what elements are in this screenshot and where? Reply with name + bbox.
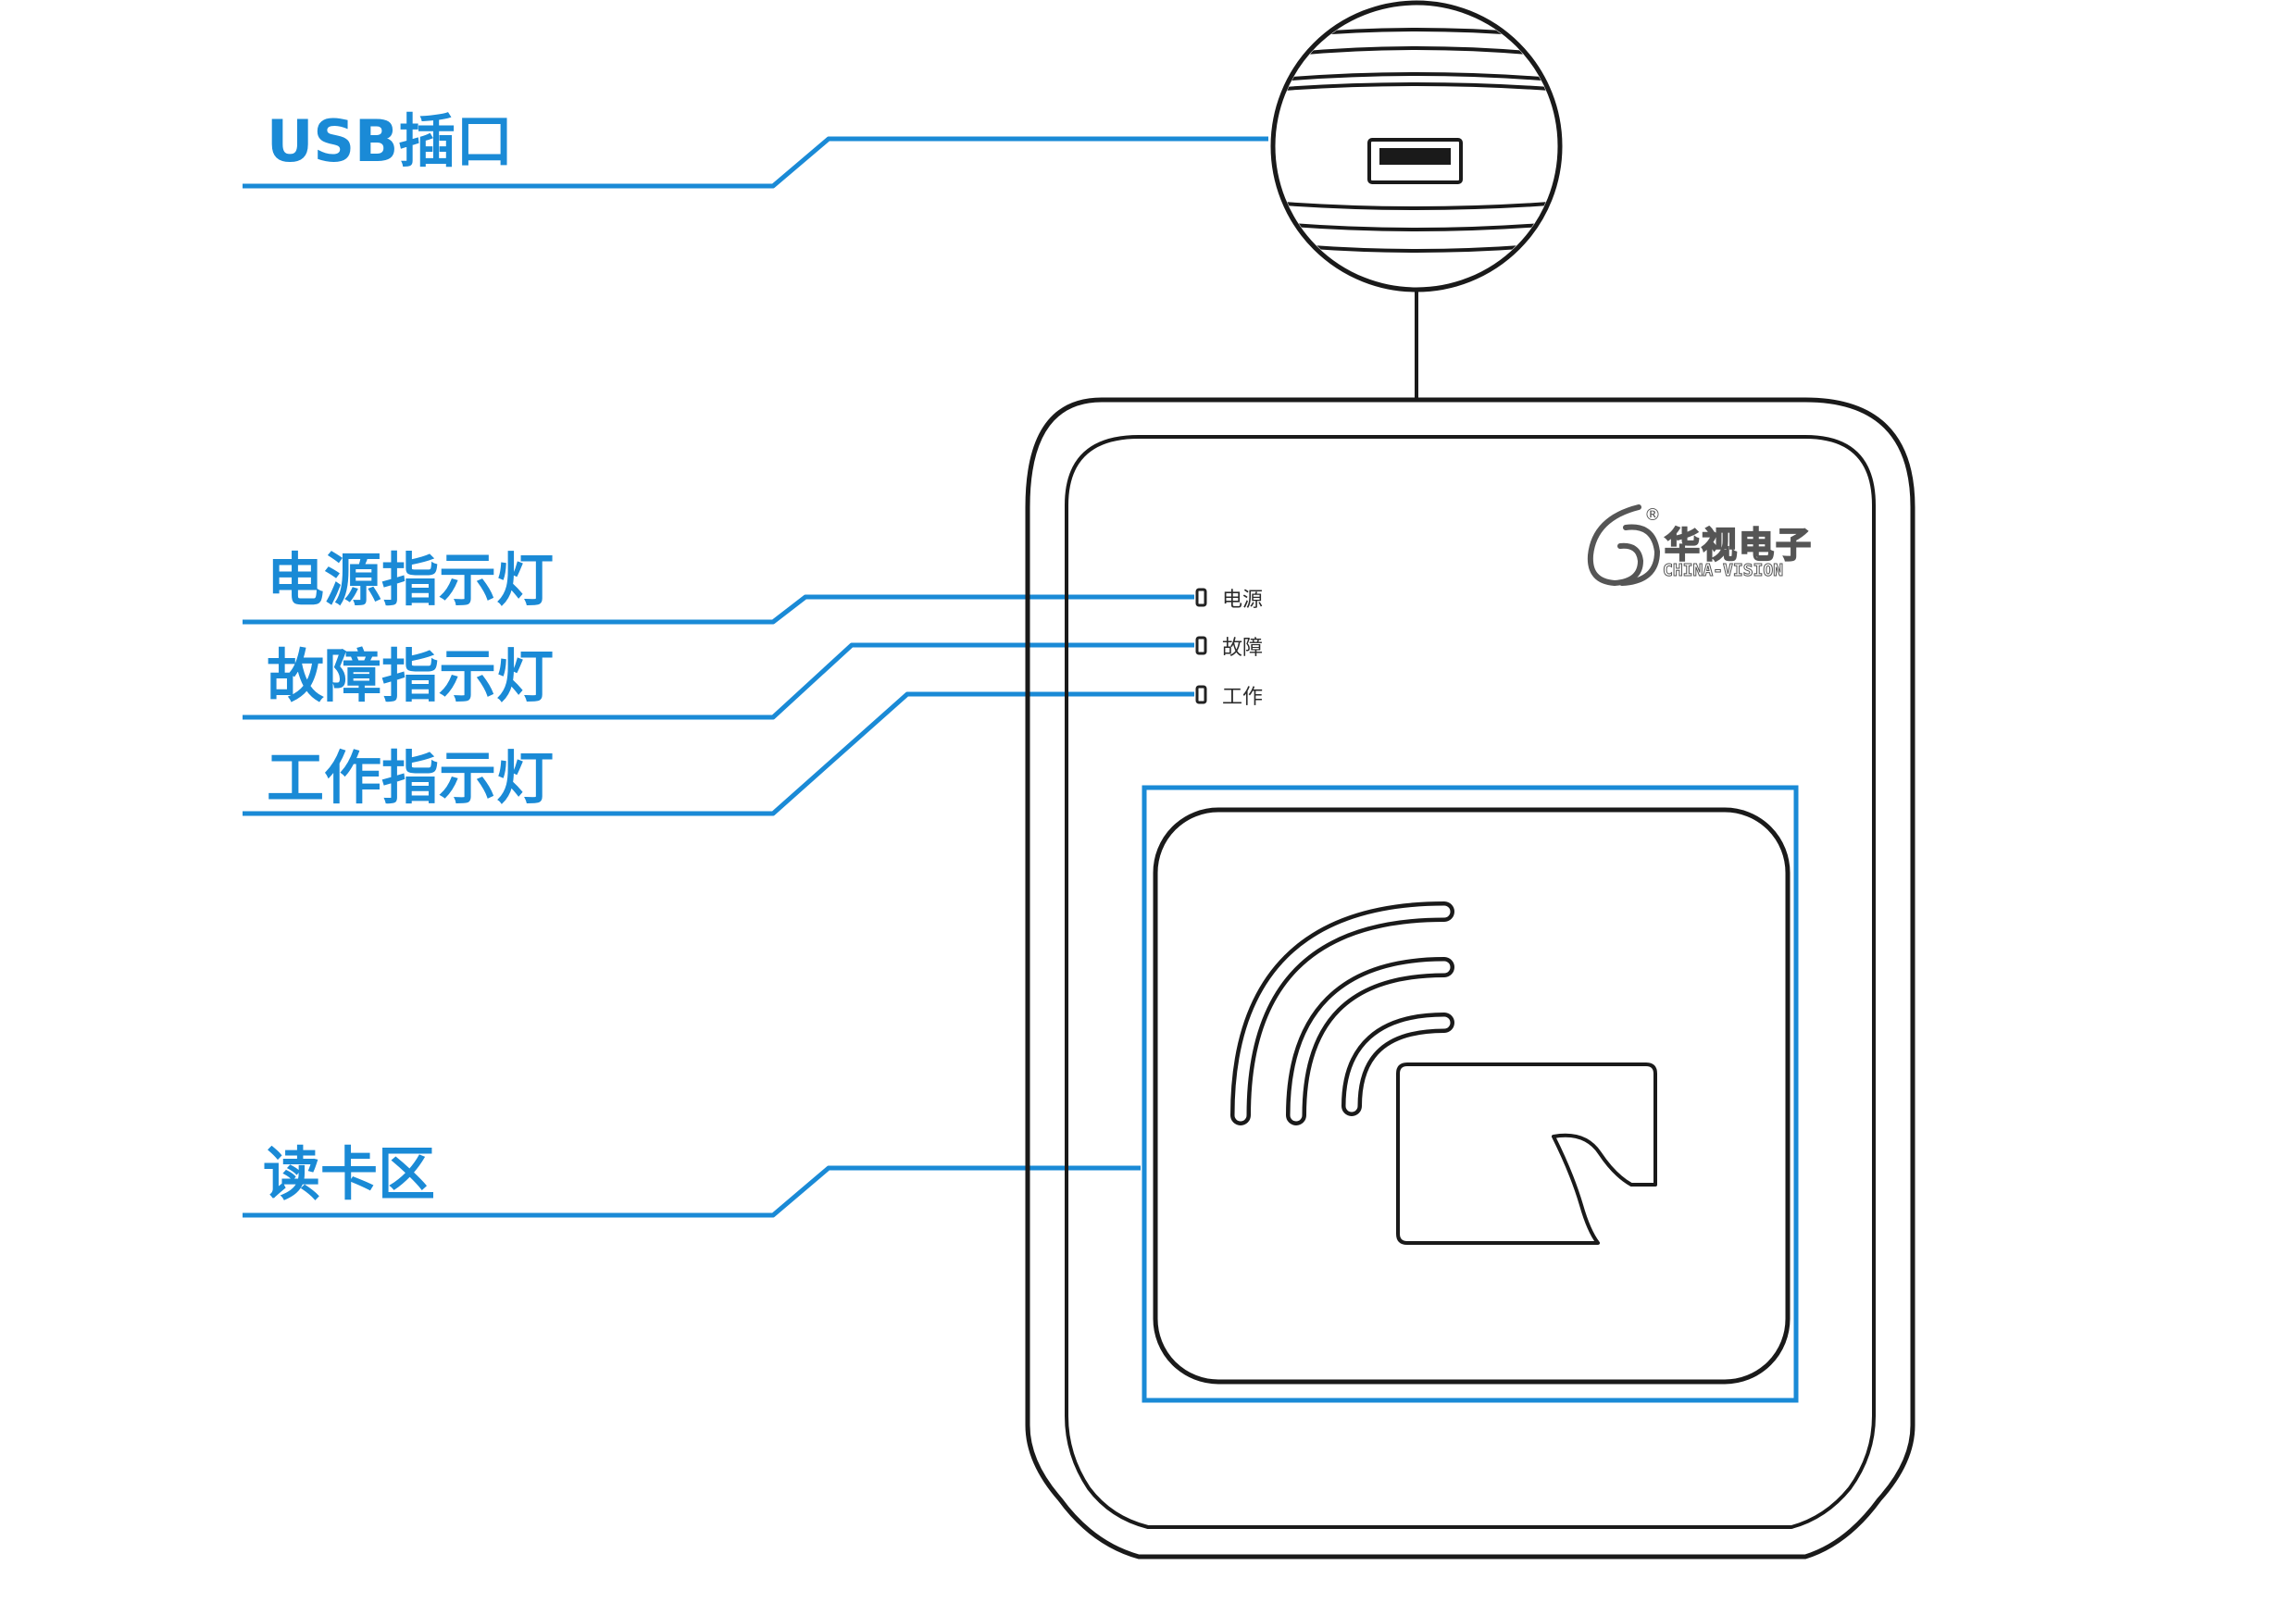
brand-logo-icon — [1587, 504, 1661, 586]
card-area-highlight-frame — [1142, 785, 1799, 1403]
brand-registered-mark: ® — [1644, 505, 1661, 525]
usb-callout-label: USB插口 — [267, 107, 513, 175]
usb-detail-edge — [1276, 220, 1557, 231]
fault-led — [1195, 636, 1207, 655]
card-area-callout-label: 读卡区 — [263, 1140, 435, 1208]
card-reader-device — [1025, 397, 1915, 1560]
device-outer-shell — [1025, 397, 1915, 1560]
brand-logo: ® 华视电子 CHINA-VISION — [1587, 504, 1813, 586]
power-led — [1195, 588, 1207, 607]
usb-detail-circle — [1270, 0, 1563, 292]
fault-led-callout-line — [243, 642, 1194, 720]
power-led-callout-label: 电源指示灯 — [267, 546, 554, 614]
power-led-callout-line — [243, 594, 1194, 625]
work-led — [1195, 685, 1207, 704]
work-led-callout-label: 工作指示灯 — [267, 744, 554, 812]
brand-name-cn: 华视电子 — [1665, 525, 1813, 565]
callout-group — [243, 136, 1268, 1218]
work-led-callout-line — [243, 691, 1194, 816]
usb-detail-edge — [1276, 28, 1557, 41]
usb-detail-edge — [1276, 72, 1557, 83]
usb-detail-edge — [1276, 200, 1557, 210]
led-indicators: 电源 故障 工作 — [1195, 588, 1263, 709]
card-reading-area — [1142, 785, 1799, 1403]
power-led-label: 电源 — [1222, 589, 1263, 612]
card-area-callout-line — [243, 1165, 1141, 1218]
usb-port-detail — [1270, 0, 1563, 400]
id-card-icon — [1396, 1062, 1657, 1245]
card-area-pad — [1153, 807, 1791, 1385]
fault-led-callout-label: 故障指示灯 — [267, 642, 554, 710]
work-led-label: 工作 — [1222, 686, 1263, 709]
usb-detail-edge — [1276, 82, 1557, 93]
brand-name-en: CHINA-VISION — [1663, 561, 1783, 580]
fault-led-label: 故障 — [1222, 637, 1263, 660]
contactless-waves-icon — [1230, 901, 1454, 1125]
usb-detail-edge — [1276, 241, 1557, 253]
usb-port-icon — [1367, 138, 1463, 184]
usb-callout-line — [243, 136, 1268, 189]
device-inner-face — [1065, 435, 1876, 1529]
